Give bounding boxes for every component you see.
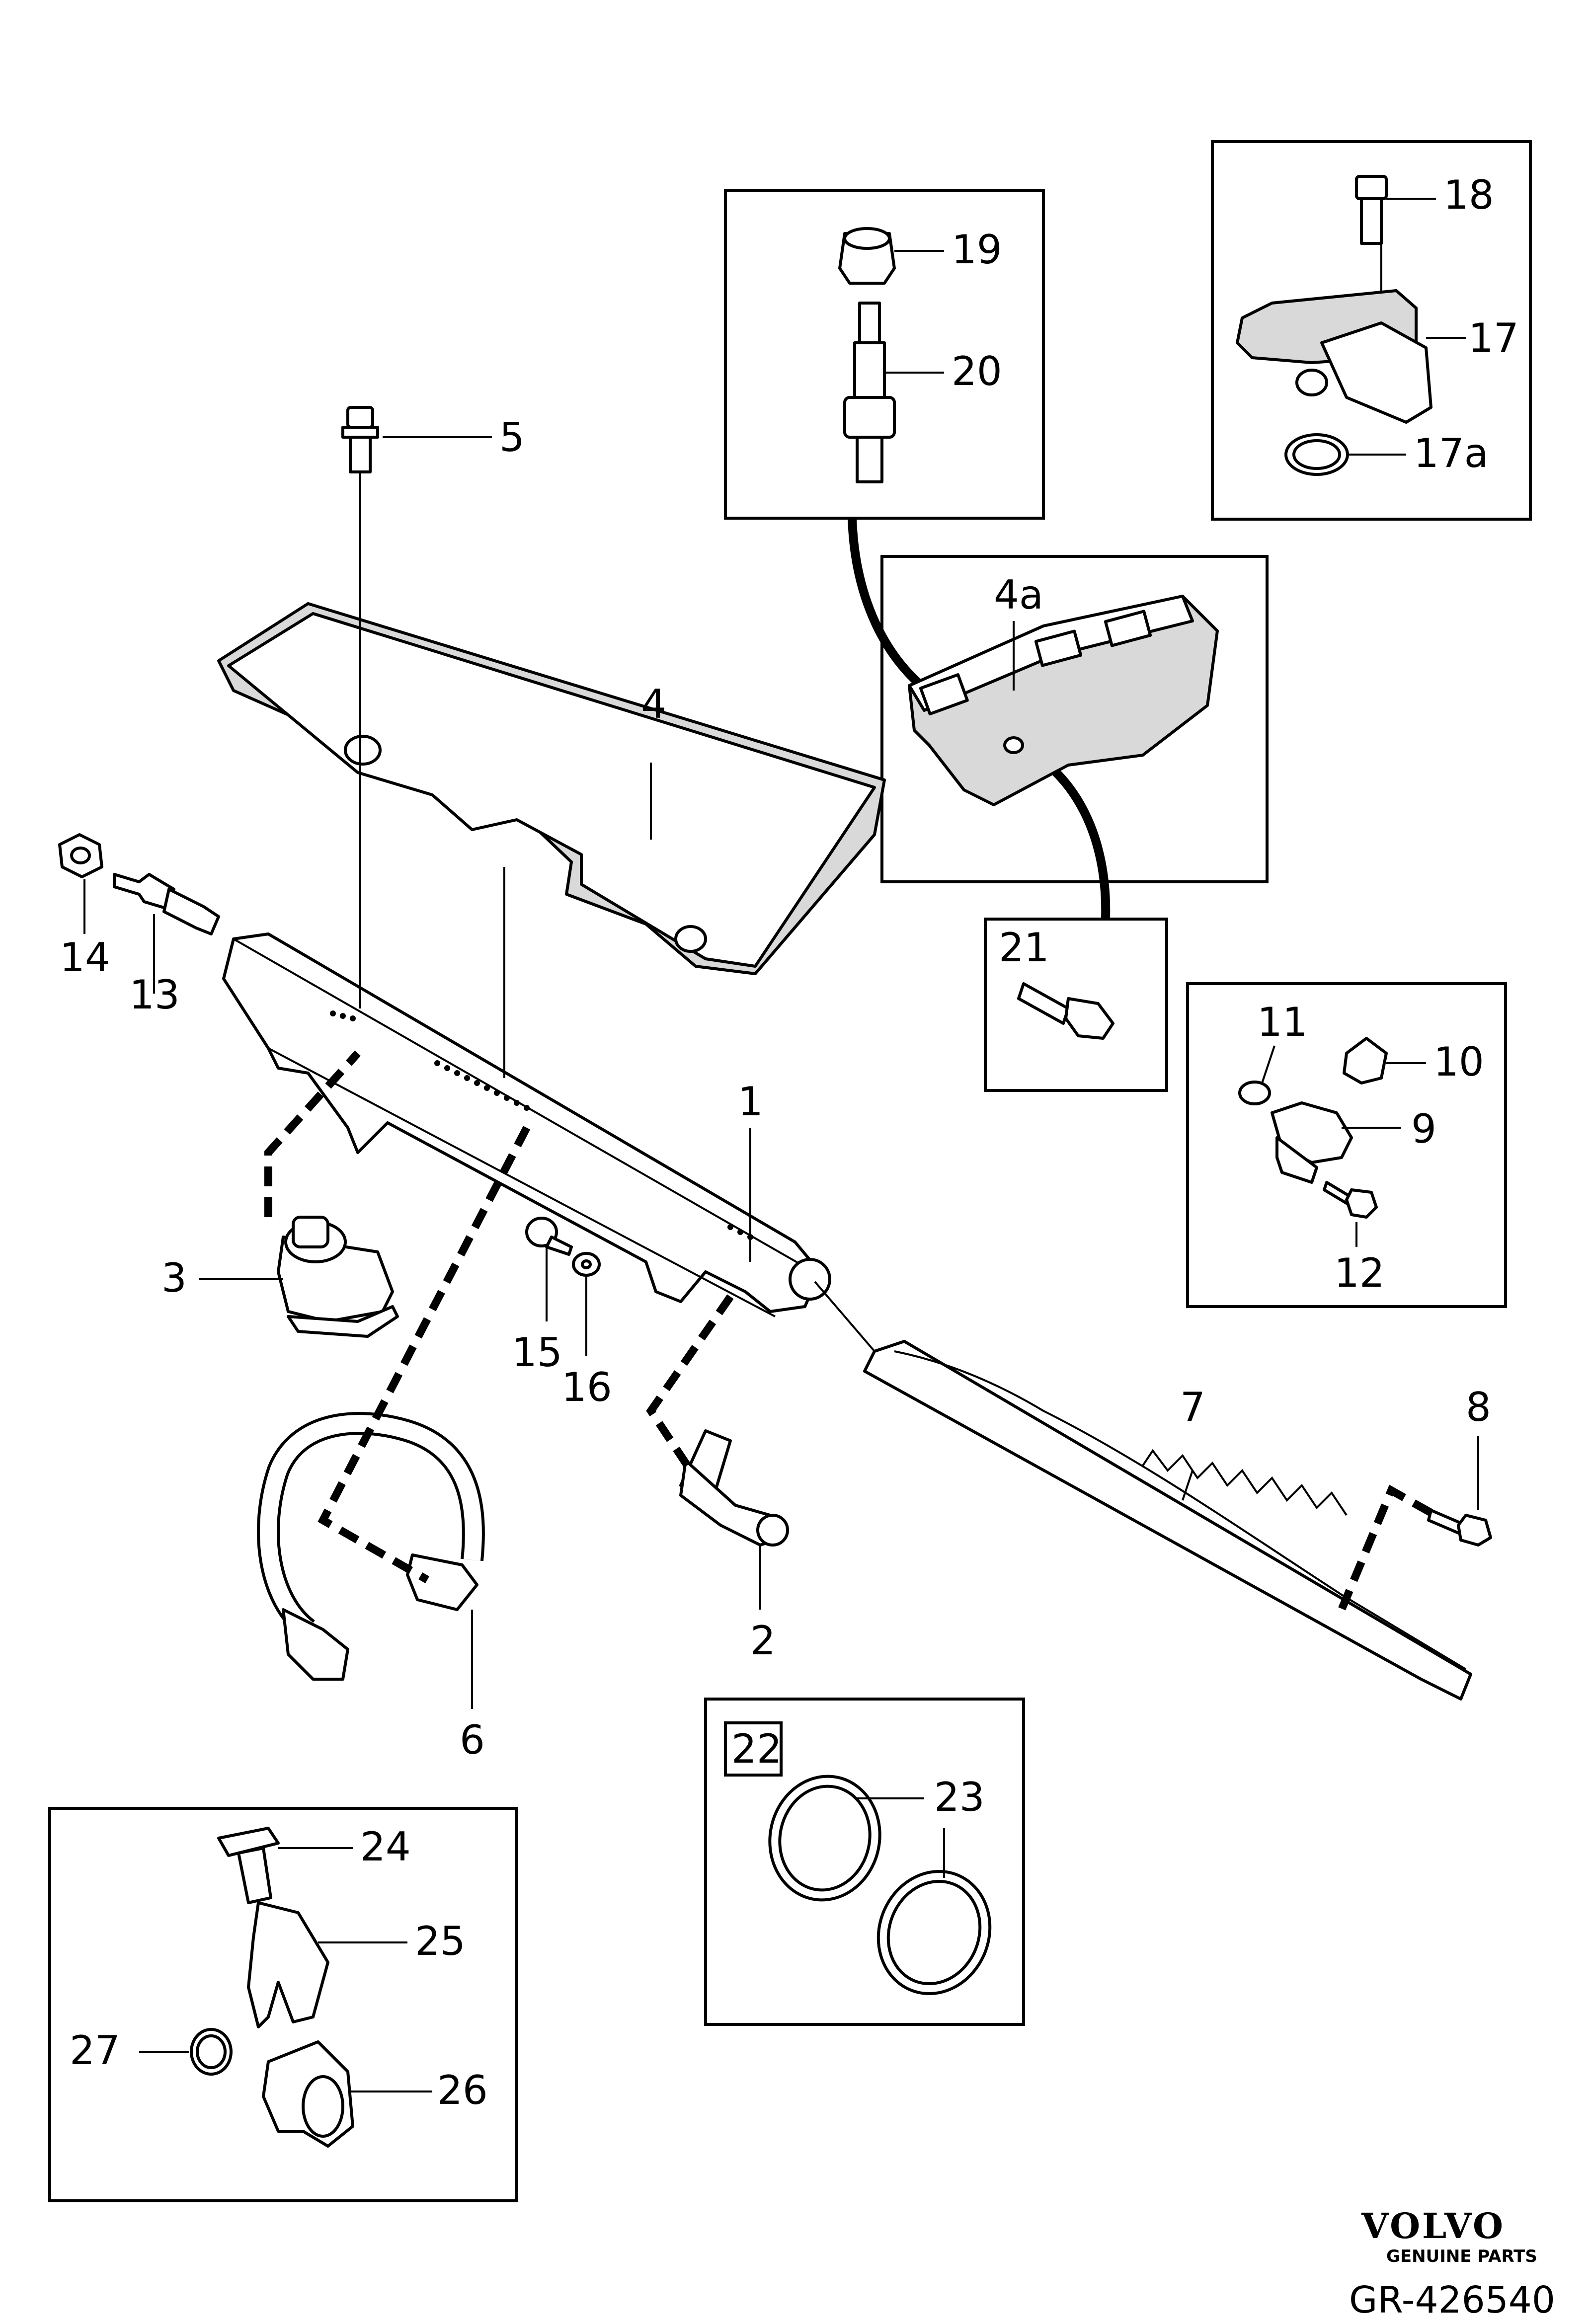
dashed-link-injector (646, 1294, 734, 1473)
nut-19 (838, 227, 896, 285)
callout-26: 26 (437, 2067, 488, 2113)
clip-25 (247, 1901, 329, 2028)
bolt-12 (1323, 1181, 1378, 1219)
box-sensor (1211, 140, 1532, 521)
callout-5: 5 (499, 414, 525, 461)
nut-14 (58, 833, 103, 878)
bolt-5 (341, 406, 379, 473)
pressure-sensor-9 (1271, 1101, 1353, 1184)
callout-23: 23 (934, 1774, 985, 1820)
cover-detail (908, 595, 1219, 806)
callout-16: 16 (561, 1364, 612, 1410)
callout-6: 6 (460, 1717, 485, 1763)
callout-4a: 4a (994, 572, 1043, 618)
engine-cover (217, 602, 886, 975)
bolt-18 (1355, 175, 1388, 245)
callout-21: 21 (999, 925, 1049, 971)
callout-17a: 17a (1414, 430, 1489, 476)
seal-17a (1284, 433, 1349, 476)
cap-10 (1343, 1037, 1388, 1085)
dashed-link-regulator (264, 1050, 361, 1217)
leader-lines (83, 198, 1479, 2092)
box-orings (704, 1698, 1025, 2026)
washer-16 (572, 1252, 601, 1277)
box-bolt-21 (984, 918, 1168, 1092)
volvo-logo: VOLVO (1361, 2205, 1505, 2247)
wiring-harness (863, 1340, 1472, 1701)
callout-17: 17 (1468, 315, 1519, 361)
stud-13 (113, 873, 220, 935)
callout-11: 11 (1257, 999, 1308, 1045)
callout-10: 10 (1433, 1039, 1484, 1085)
clamp-26 (262, 2040, 354, 2148)
bolt-21 (1017, 982, 1114, 1040)
callout-1: 1 (738, 1079, 763, 1125)
callout-3: 3 (161, 1255, 187, 1301)
callout-13: 13 (129, 972, 180, 1018)
genuine-parts-tagline: GENUINE PARTS (1386, 2247, 1537, 2266)
rail-marks (330, 1010, 753, 1240)
stud-20 (843, 302, 896, 483)
dashed-link-hose (318, 1126, 531, 1583)
box-clip-kit (48, 1807, 518, 2202)
reference-number: GR-426540 (1349, 2279, 1555, 2322)
callout-7: 7 (1180, 1384, 1205, 1430)
callout-14: 14 (60, 934, 110, 981)
callout-2: 2 (750, 1618, 776, 1664)
callout-8: 8 (1466, 1384, 1491, 1430)
callout-15: 15 (512, 1329, 562, 1376)
o-ring-23-a (768, 1775, 881, 1902)
callout-24: 24 (360, 1824, 411, 1870)
box-stud-nut (724, 189, 1045, 520)
pin-24 (217, 1827, 280, 1904)
leader-harness-to-rail (814, 1281, 875, 1352)
o-ring-11 (1238, 1081, 1271, 1105)
box-pressure-sensor (1186, 982, 1507, 1308)
callout-25: 25 (415, 1918, 466, 1964)
connector-cable-stud (848, 518, 937, 699)
callout-19: 19 (952, 227, 1002, 273)
o-ring-23-b (876, 1869, 992, 1996)
badge-22 (724, 1721, 783, 1777)
bolt-15 (525, 1217, 573, 1256)
o-ring-27 (190, 2028, 233, 2076)
callout-18: 18 (1443, 172, 1494, 218)
fuel-injector (679, 1429, 789, 1547)
callout-20: 20 (952, 348, 1002, 394)
map-sensor (1236, 289, 1432, 424)
bolt-8 (1427, 1509, 1492, 1547)
callout-12: 12 (1334, 1250, 1385, 1296)
callout-9: 9 (1411, 1106, 1436, 1152)
callout-27: 27 (70, 2027, 120, 2074)
callout-22: 22 (731, 1726, 782, 1772)
box-cover-detail (880, 555, 1269, 883)
pressure-regulator (277, 1216, 399, 1338)
dashed-link-bolt8 (1338, 1484, 1433, 1612)
fuel-hose (257, 1412, 485, 1681)
callout-4: 4 (641, 681, 666, 727)
